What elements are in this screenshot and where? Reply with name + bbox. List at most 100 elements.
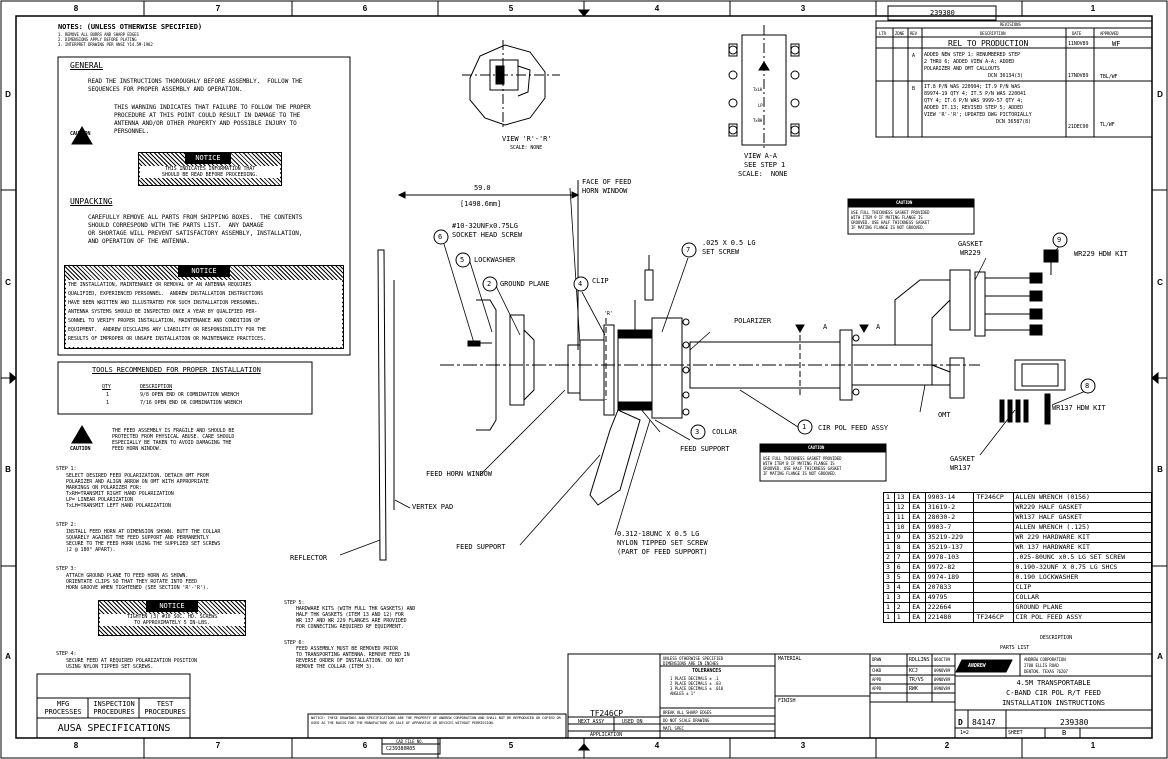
tb-tol-3: 3 PLACE DECIMALS ± .010 [670,686,724,691]
parts-cell: 3 [883,582,895,593]
gasket-wr137-l1: GASKET [950,455,975,463]
tb-tol-2: 2 PLACE DECIMALS ± .03 [670,681,721,686]
notice-general-l1: THIS INDICATES INFORMATION THAT [140,166,280,172]
view-aa-sub: SEE STEP 1 [744,161,786,169]
parts-cell: 11 [893,512,911,523]
parts-cell: 1 [893,612,911,623]
tools-row1-qty: 1 [106,392,109,398]
step2-l1: INSTALL FEED HORN AT DIMENSION SHOWN. BU… [66,529,221,535]
zone-top-1: 1 [1090,4,1096,13]
caution-mid-l3: GROOVED. USE HALF THICKNESS GASKET [763,466,842,471]
parts-cell: EA [909,592,926,603]
zone-left-c: C [5,278,11,287]
caution-mid-l4: IF MATING FLANGE IS NOT GROOVED. [763,471,837,476]
revB-l1: IT.8 P/N WAS 220994; IT.9 P/N WAS [924,84,1021,90]
zone-right-d: D [1157,90,1163,99]
tools-row2-desc: 7/16 OPEN END OR COMBINATION WRENCH [140,400,242,406]
unpacking-title: UNPACKING [70,197,113,206]
gasket-wr229-l2: WR229 [960,249,981,257]
parts-cell: WR 229 HARDWARE KIT [1012,532,1153,543]
rev0-desc: REL TO PRODUCTION [948,39,1029,48]
fragile-l1: THE FEED ASSEMBLY IS FRAGILE AND SHOULD … [112,428,235,434]
step5-l2: HALF THK GASKETS (ITEM 13 AND 12) FOR [296,612,404,618]
view-aa-title: VIEW A-A [744,152,777,160]
notice-general-l2: SHOULD BE READ BEFORE PROCEEDING. [140,172,280,178]
notes-title: NOTES: (UNLESS OTHERWISE SPECIFIED) [58,23,203,31]
fragile-l3: ESPECIALLY BE TAKEN TO AVOID DAMAGING TH… [112,440,232,446]
zone-bottom-7: 7 [215,741,221,750]
parts-cell: 3 [883,572,895,583]
unpacking-l1: CAREFULLY REMOVE ALL PARTS FROM SHIPPING… [88,214,303,221]
parts-cell: 1 [883,612,895,623]
step3-l3: HORN GROOVE WHEN TIGHTENED (SEE SECTION … [66,585,209,591]
revB-ltr: B [912,86,915,92]
parts-cell: GROUND PLANE [1012,602,1153,613]
step5-title: STEP 5: [284,600,305,606]
notice-step3-l1: TIGHTEN (3) #10 SOC. HD. SCREWS [100,614,244,620]
parts-cell: 28030-2 [924,512,975,523]
parts-cell: CLIP [1012,582,1153,593]
tb-title-2: C-BAND CIR POL R/T FEED [1006,689,1101,697]
tb-name-3: TR/VS [909,677,924,683]
tb-addr-1: ANDREW CORPORATION [1024,657,1066,662]
balloon-8-num: 8 [1085,382,1090,390]
balloon-9-num: 9 [1057,236,1062,244]
face-of-feed-l2: HORN WINDOW [582,187,628,195]
tb-addr-3: DENTON, TEXAS 76207 [1024,669,1068,674]
step3-l1: ATTACH GROUND PLANE TO FEED HORN AS SHOW… [66,573,189,579]
general-p1-l1: READ THE INSTRUCTIONS THOROUGHLY BEFORE … [88,78,303,85]
step2-title: STEP 2: [56,522,77,528]
tools-row1-desc: 9/8 OPEN END OR COMBINATION WRENCH [140,392,239,398]
dim-59-mm: [1498.6mm] [460,200,502,208]
parts-cell: TF246CP [973,612,1014,623]
parts-cell: EA [909,572,926,583]
balloon-1-num: 1 [802,423,807,431]
revB-l6: DCN 36587(8) [996,119,1031,125]
tools-desc-header: DESCRIPTION [140,384,173,390]
inspection-procedures: INSPECTION PROCEDURES [93,700,135,716]
parts-cell: 13 [893,492,911,503]
parts-cell: 5 [893,572,911,583]
parts-cell: 0.190-32UNF X 0.75 LG SHCS [1012,562,1153,573]
tb-appd-1: APPD [872,677,882,682]
parts-cell: EA [909,602,926,613]
tb-tol-head-1: UNLESS OTHERWISE SPECIFIED [663,656,724,661]
general-p2-l3: ANTENNA AND/OR OTHER PROPERTY AND POSSIB… [114,120,297,127]
parts-cell: 9903-14 [924,492,975,503]
zone-top-6: 6 [362,4,368,13]
parts-list-title: PARTS LIST [1000,645,1030,651]
parts-cell: 1 [883,522,895,533]
section-a-left: A [823,323,828,331]
parts-cell: 35219-137 [924,542,975,553]
step4-l1: SECURE FEED AT REQUIRED POLARIZATION POS… [66,658,197,664]
rev-hdr-date: DATE [1072,31,1082,36]
tb-name-1: RDLLINS [909,657,930,663]
face-of-feed-l1: FACE OF FEED [582,178,632,186]
parts-cell: 2 [893,602,911,613]
parts-cell: COLLAR [1012,592,1153,603]
parts-cell: EA [909,512,926,523]
tb-tol-4: ANGLES ± 1° [670,691,696,696]
feed-assembly-drawing [377,180,1066,561]
zone-bottom-4: 4 [654,741,660,750]
parts-cell: 9903-7 [924,522,975,533]
step5-l1: HARDWARE KITS (WITH FULL THK GASKETS) AN… [296,606,416,612]
label-wr229-kit: WR229 HDW KIT [1074,250,1128,258]
note-2: 2. DIMENSIONS APPLY BEFORE PLATING [58,37,137,42]
screw6-l1: #10-32UNFx0.75LG [452,222,518,230]
notice-unpacking-l7: RESULTS OF IMPROPER OR UNSAFE INSTALLATI… [68,336,266,342]
tb-tolerances: TOLERANCES [692,668,722,674]
step5-l4: FOR CONNECTING REQUIRED RF EQUIPMENT. [296,624,404,630]
nylon-l2: NYLON TIPPED SET SCREW [617,539,708,547]
parts-cell: 1 [883,532,895,543]
parts-cell: WR137 HALF GASKET [1012,512,1153,523]
revB-date: 21DEC90 [1068,124,1089,130]
general-p2-l4: PERSONNEL. [114,128,150,135]
revA-l3: POLARIZER AND OMT CALLOUTS [924,66,1000,72]
tb-company-logo: ANDREW [968,663,986,669]
